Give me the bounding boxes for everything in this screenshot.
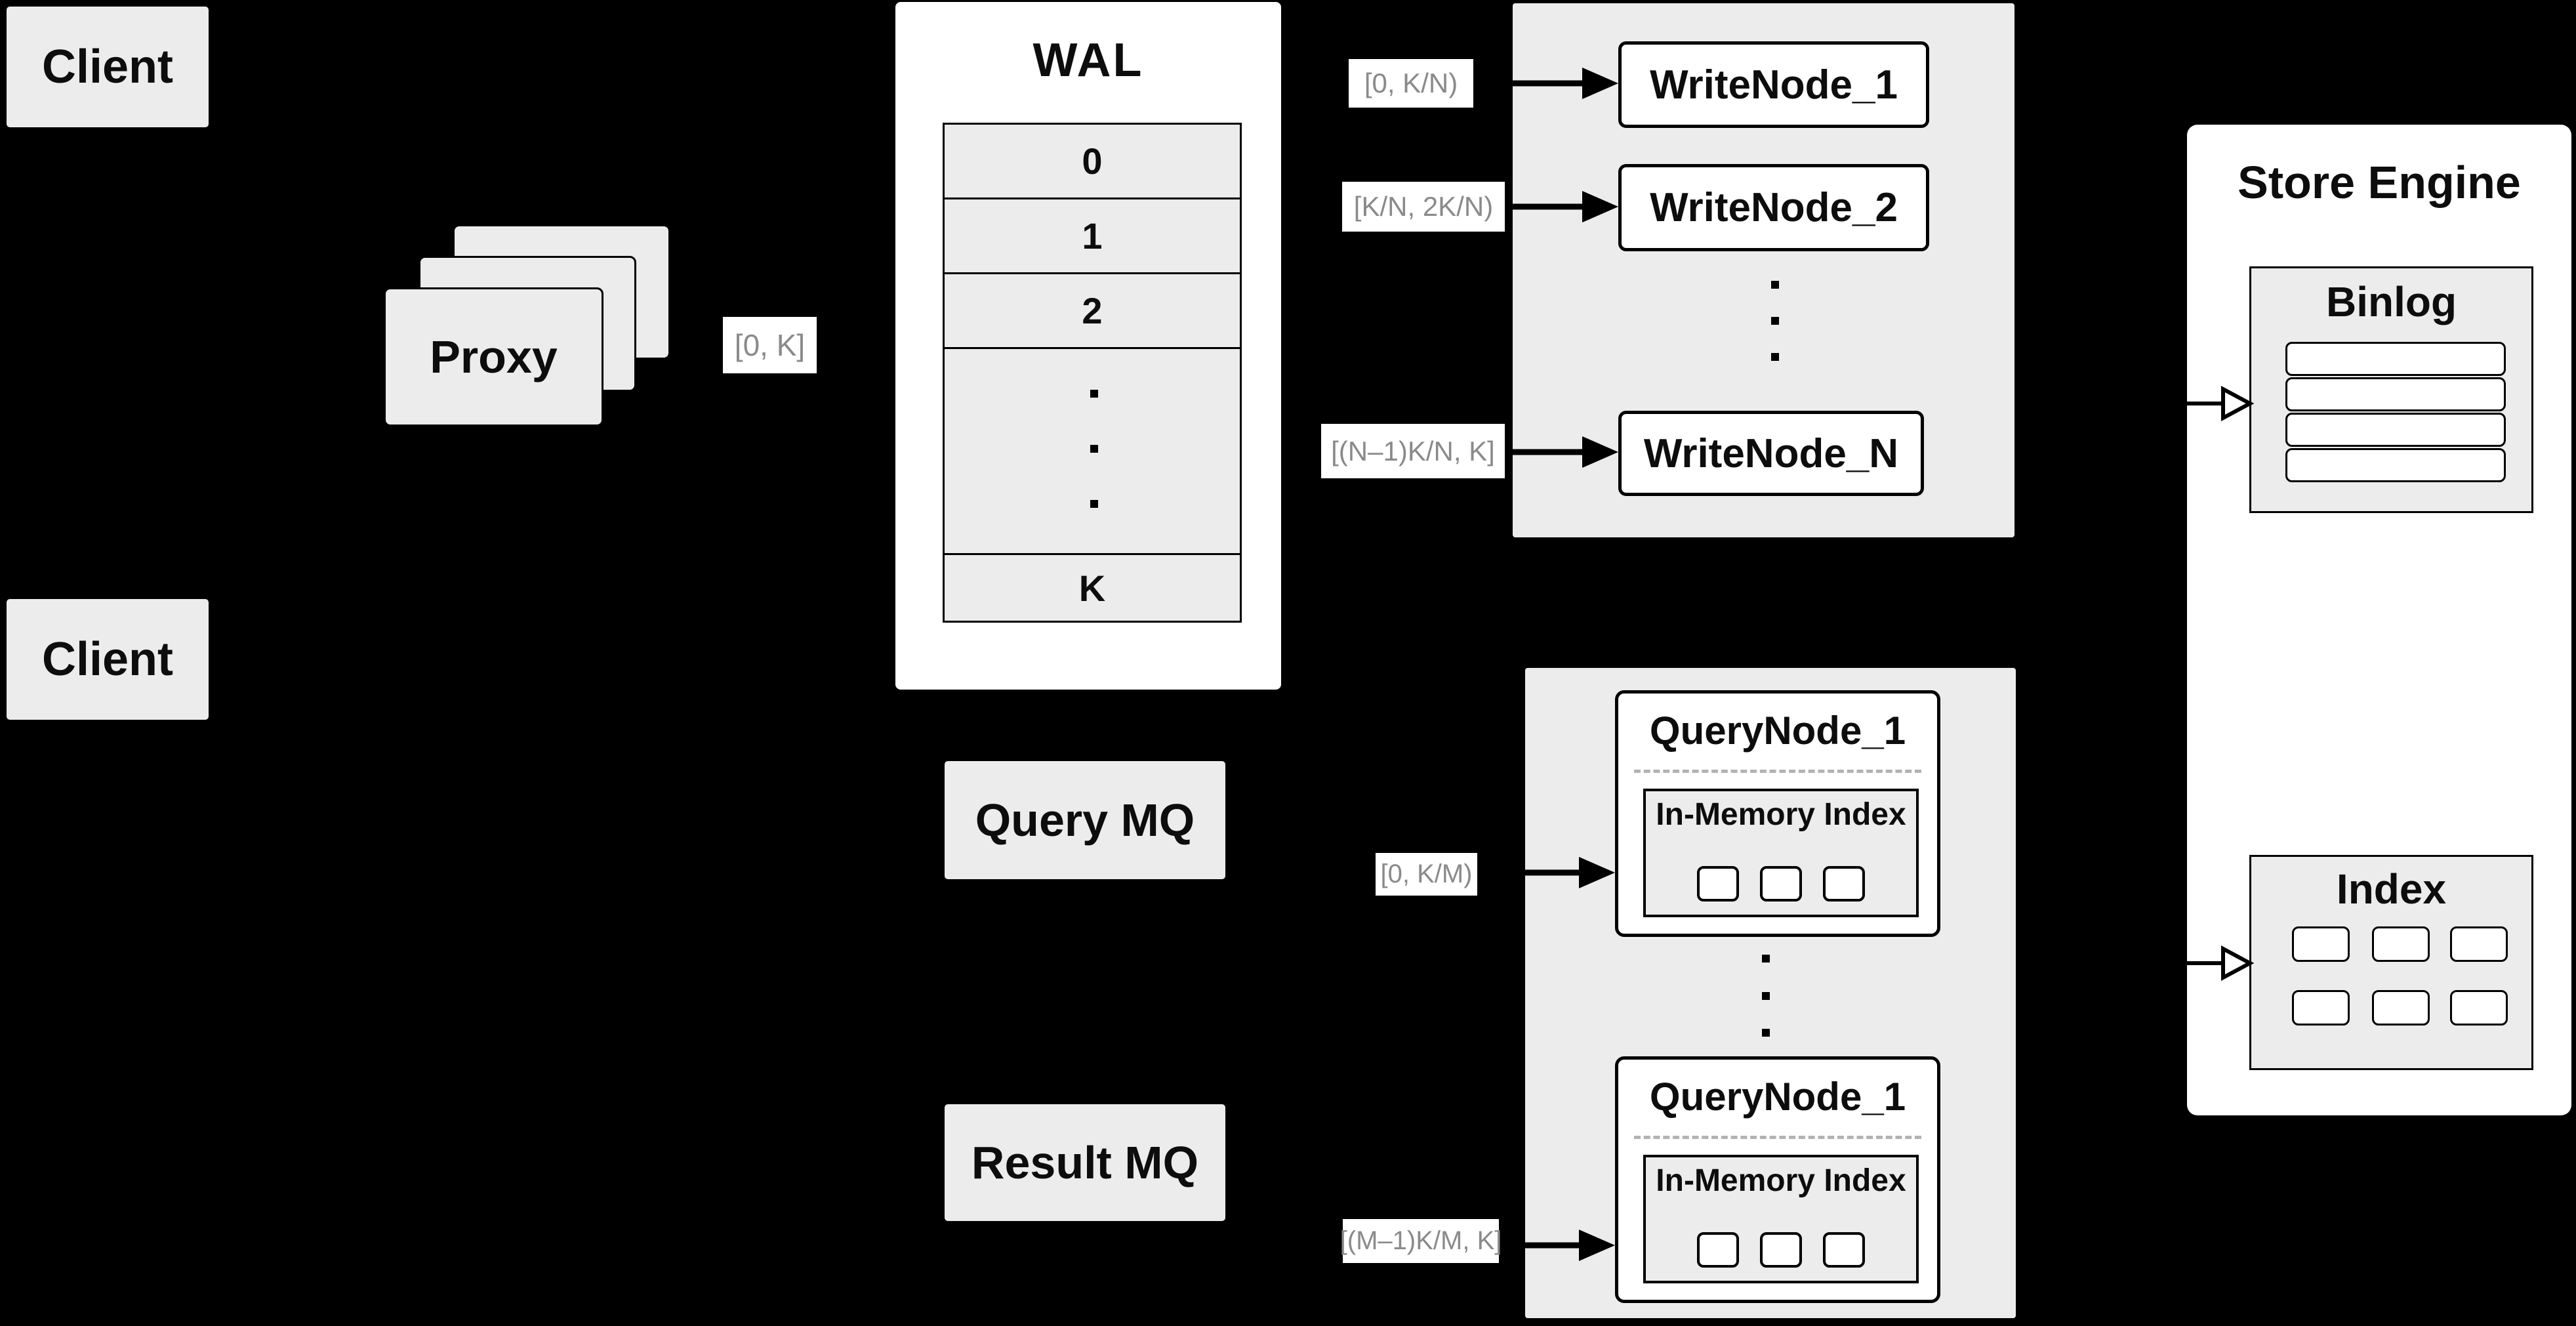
ellipsis-dot [1762, 955, 1770, 963]
client-bottom-box: Client [7, 599, 209, 720]
binlog-title: Binlog [2325, 278, 2457, 325]
writenode-n-name: WriteNode_N [1643, 430, 1899, 476]
writenode-1-box: WriteNode_1 [1618, 41, 1929, 128]
writenode-2-box: WriteNode_2 [1618, 164, 1929, 251]
querynode-2-inmemory-index: In-Memory Index [1643, 1155, 1919, 1283]
store-engine-box: Store Engine Binlog Index [2187, 125, 2571, 1115]
binlog-box: Binlog [2249, 266, 2533, 513]
wal-segment-2: 2 [1082, 290, 1103, 331]
client-top-label: Client [41, 41, 173, 93]
writenode-1-range-label: [0, K/N) [1349, 59, 1473, 108]
proxy-label: Proxy [430, 331, 558, 383]
querynode-1-box: QueryNode_1 In-Memory Index [1615, 690, 1940, 937]
ellipsis-dot [1771, 317, 1779, 325]
writenode-2-range-label: [K/N, 2K/N) [1342, 182, 1505, 232]
index-cell [2450, 990, 2508, 1026]
wal-segment-1: 1 [1082, 215, 1103, 257]
proxy-box: Proxy [384, 287, 603, 426]
binlog-row [2285, 413, 2506, 447]
arrow-to-index [2187, 945, 2255, 982]
writenode-1-range-text: [0, K/N) [1364, 68, 1458, 98]
inmemory-index-title: In-Memory Index [1656, 1163, 1906, 1198]
index-title: Index [2336, 865, 2447, 913]
index-cell [2372, 990, 2430, 1026]
writenode-n-range-label: [(N–1)K/N, K] [1321, 424, 1505, 478]
querynode-2-range-text: [(M–1)K/M, K] [1339, 1226, 1502, 1255]
arrow-to-writenode-2 [1505, 191, 1618, 222]
wal-ellipsis-row [945, 349, 1240, 555]
ellipsis-dot [1771, 353, 1779, 361]
wal-segment-row: 0 [945, 125, 1240, 199]
wal-title: WAL [1032, 34, 1144, 87]
writenode-n-box: WriteNode_N [1618, 411, 1924, 496]
querynode-1-range-label: [0, K/M) [1376, 853, 1477, 896]
binlog-row [2285, 448, 2506, 482]
result-mq-label: Result MQ [971, 1137, 1199, 1188]
binlog-row [2285, 342, 2506, 376]
inmemory-index-title: In-Memory Index [1656, 797, 1906, 832]
arrow-to-querynode-1 [1477, 857, 1615, 888]
wal-container: WAL 0 1 2 K [895, 2, 1281, 690]
querynode-2-box: QueryNode_1 In-Memory Index [1615, 1056, 1940, 1303]
client-top-box: Client [7, 7, 209, 127]
index-segment [1760, 866, 1802, 901]
ellipsis-dot [1762, 992, 1770, 1000]
inmemory-index-segments [1646, 866, 1916, 901]
proxy-output-range-label: [0, K] [723, 317, 817, 373]
index-segment [1823, 1232, 1865, 1268]
store-engine-title: Store Engine [2238, 157, 2521, 208]
querynode-2-range-label: [(M–1)K/M, K] [1339, 1219, 1502, 1263]
ellipsis-dot [1090, 500, 1098, 508]
wal-segment-table: 0 1 2 K [943, 123, 1242, 623]
ellipsis-dot [1090, 445, 1098, 453]
index-cell [2372, 926, 2430, 962]
writenode-1-name: WriteNode_1 [1650, 62, 1898, 108]
ellipsis-dot [1771, 281, 1779, 289]
ellipsis-dot [1762, 1029, 1770, 1037]
querynode-1-divider [1634, 770, 1921, 773]
proxy-output-range-text: [0, K] [734, 328, 806, 362]
writenode-2-range-text: [K/N, 2K/N) [1353, 191, 1494, 222]
querynode-1-name: QueryNode_1 [1649, 709, 1906, 753]
index-segment [1697, 866, 1739, 901]
arrow-to-querynode-2 [1499, 1230, 1615, 1261]
querynode-1-range-text: [0, K/M) [1380, 860, 1473, 888]
query-mq-box: Query MQ [945, 761, 1225, 879]
index-cell [2292, 926, 2350, 962]
index-segment [1760, 1232, 1802, 1268]
arrow-to-writenode-1 [1473, 68, 1618, 99]
querynode-2-name: QueryNode_1 [1649, 1075, 1906, 1119]
index-segment [1697, 1232, 1739, 1268]
writenode-n-range-text: [(N–1)K/N, K] [1331, 435, 1495, 466]
inmemory-index-segments [1646, 1232, 1916, 1268]
wal-segment-0: 0 [1082, 140, 1103, 182]
binlog-row [2285, 377, 2506, 411]
wal-segment-row: 2 [945, 274, 1240, 349]
index-cell [2292, 990, 2350, 1026]
querynode-2-divider [1634, 1136, 1921, 1139]
ellipsis-dot [1090, 390, 1098, 398]
wal-segment-row: 1 [945, 199, 1240, 274]
client-bottom-label: Client [41, 633, 173, 686]
arrow-to-writenode-n [1505, 436, 1618, 468]
result-mq-box: Result MQ [945, 1104, 1225, 1221]
wal-segment-row: K [945, 555, 1240, 621]
index-segment [1823, 866, 1865, 901]
index-cell [2450, 926, 2508, 962]
wal-segment-k: K [1078, 567, 1106, 609]
querynode-1-inmemory-index: In-Memory Index [1643, 789, 1919, 917]
query-mq-label: Query MQ [975, 795, 1195, 846]
arrow-to-binlog [2187, 385, 2255, 422]
index-box: Index [2249, 855, 2533, 1070]
writenode-2-name: WriteNode_2 [1650, 185, 1898, 230]
